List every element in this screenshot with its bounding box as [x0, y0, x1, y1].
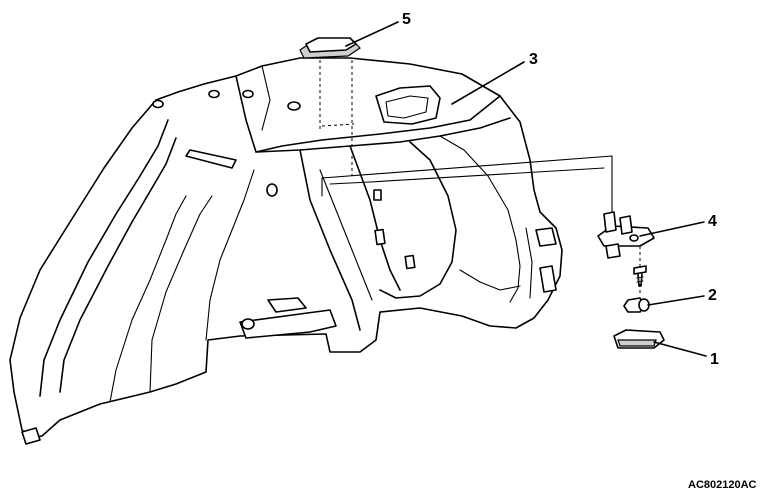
part-2-bulb	[623, 297, 650, 313]
assembly-guide-lines	[319, 60, 641, 296]
leader-line-4	[639, 221, 705, 237]
leader-lines	[345, 21, 707, 357]
leader-line-3	[451, 61, 525, 105]
callout-labels: 5 3 4 2 1	[402, 11, 719, 368]
callout-3: 3	[529, 51, 538, 68]
part-5-clip	[299, 37, 361, 59]
callout-5: 5	[402, 11, 411, 28]
leader-line-1	[653, 341, 707, 357]
quarter-trim-panel	[9, 57, 563, 445]
figure-code: AC802120AC	[688, 479, 757, 491]
callout-4: 4	[708, 213, 717, 230]
leader-line-2	[647, 295, 705, 306]
callout-1: 1	[710, 351, 719, 368]
screw	[633, 265, 647, 287]
part-4-bracket	[597, 211, 655, 259]
callout-2: 2	[708, 287, 717, 304]
leader-line-5	[345, 21, 399, 47]
part-1-lamp	[613, 329, 665, 349]
